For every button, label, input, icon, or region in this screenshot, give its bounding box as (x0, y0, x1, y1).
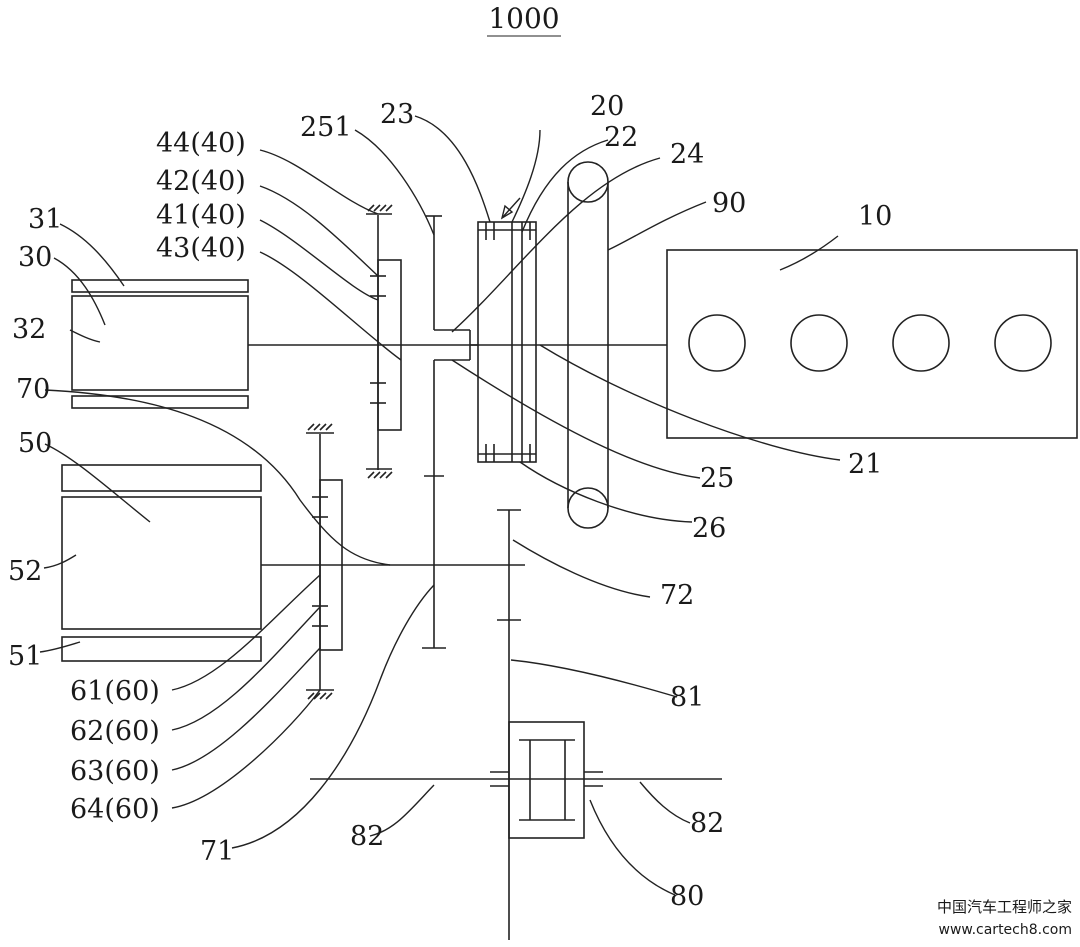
motor-30 (71, 279, 249, 409)
label-20: 20 (590, 91, 624, 122)
label-61: 61(60) (70, 676, 160, 707)
label-24: 24 (670, 139, 704, 170)
label-21: 21 (848, 449, 882, 480)
label-62: 62(60) (70, 716, 160, 747)
label-63: 63(60) (70, 756, 160, 787)
label-22: 22 (604, 122, 638, 153)
planetary-set-40 (366, 204, 402, 479)
label-10: 10 (858, 201, 892, 232)
label-64: 64(60) (70, 794, 160, 825)
watermark-line2: www.cartech8.com (939, 922, 1072, 938)
label-251: 251 (300, 112, 352, 143)
label-41: 41(40) (156, 200, 246, 231)
motor-50 (61, 464, 262, 662)
label-51: 51 (8, 641, 42, 672)
label-71: 71 (200, 836, 234, 867)
figure-title: 1000 (488, 2, 559, 35)
label-80: 80 (670, 881, 704, 912)
belt-90 (567, 161, 609, 529)
leader-lines (39, 115, 841, 896)
label-32: 32 (12, 314, 46, 345)
label-82-left: 82 (350, 821, 384, 852)
engine-10 (666, 249, 1078, 439)
label-52: 52 (8, 556, 42, 587)
watermark-line1: 中国汽车工程师之家 (937, 898, 1072, 916)
label-31: 31 (28, 204, 62, 235)
label-25: 25 (700, 463, 734, 494)
label-42: 42(40) (156, 166, 246, 197)
label-81: 81 (670, 682, 704, 713)
clutch-assembly-20 (426, 215, 537, 476)
label-43: 43(40) (156, 233, 246, 264)
watermark: 中国汽车工程师之家 www.cartech8.com (937, 898, 1072, 938)
label-30: 30 (18, 242, 52, 273)
label-70: 70 (16, 374, 50, 405)
component-labels: 10 20 22 24 23 251 90 44(40) 42(40) 41(4… (8, 91, 892, 912)
label-44: 44(40) (156, 128, 246, 159)
label-82-right: 82 (690, 808, 724, 839)
label-50: 50 (18, 428, 52, 459)
label-90: 90 (712, 188, 746, 219)
label-72: 72 (660, 580, 694, 611)
label-23: 23 (380, 99, 414, 130)
label-26: 26 (692, 513, 726, 544)
differential-80 (490, 721, 603, 839)
